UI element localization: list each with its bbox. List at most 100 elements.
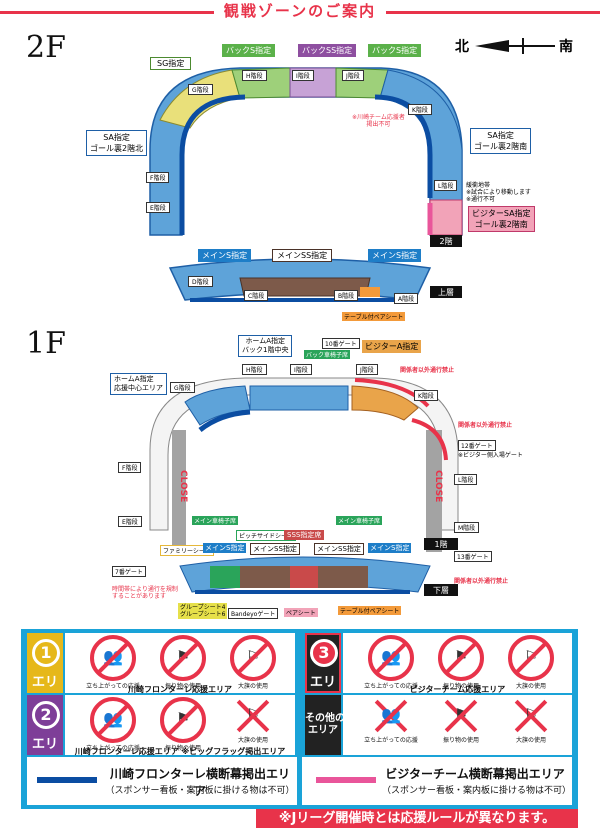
gate-1f-h[interactable]: H階段 (242, 364, 267, 375)
zone1-badge-cell: 1 エリア (27, 633, 63, 709)
banner-away-cell: ビジターチーム横断幕掲出エリア （スポンサー看板・案内板に掛ける物は不可） (302, 757, 572, 805)
gate-2f-e[interactable]: E階段 (146, 202, 170, 213)
zone2-rules: 👥立ち上がっての応援 ⚑振り物の使用 ⚐大旗の使用 川崎フロンターレ応援エリア … (65, 695, 295, 756)
other-label: その他の エリア (305, 713, 345, 736)
label-main-wheel-r: メイン車椅子席 (336, 516, 383, 525)
label-gate10: 10番ゲート (322, 338, 360, 349)
banner-home-title: 川崎フロンターレ横断幕掲出エリア (109, 767, 290, 798)
zone2-rule-bigflag: ⚐大旗の使用 (225, 697, 281, 745)
flag-icon: ⚑ (175, 647, 191, 666)
gate-2f-b[interactable]: B階段 (334, 290, 359, 301)
label-table-seat: テーブル付ペアシート (342, 312, 406, 321)
gate-1f-m[interactable]: M階段 (454, 522, 480, 533)
label-away-no-support: ※川崎チーム応援者 掲出不可 (352, 114, 405, 128)
rules-notice: ※Jリーグ開催時とは応援ルールが異なります。 (256, 809, 578, 828)
stand-1f-visitor-a (351, 385, 419, 421)
stand-1f-close-right (426, 430, 442, 552)
floor-tag-upper: 上層 (438, 288, 454, 297)
zone1-title: 川崎フロンターレ応援エリア (128, 685, 232, 694)
stand-1f-sss (290, 566, 318, 588)
gate-2f-l[interactable]: L階段 (434, 180, 458, 191)
flag-icon: ⚑ (175, 709, 191, 728)
other-badge-cell: その他の エリア (305, 695, 345, 755)
label-gate13: 13番ゲート (454, 551, 492, 562)
label-table-pair: テーブル付ペアシート (338, 606, 402, 615)
no-entry-1f-top (354, 378, 430, 408)
zone1-rule-bigflag: ⚐大旗の使用 (225, 635, 281, 691)
big-flag-prohibited-icon: ⚐ (245, 705, 261, 724)
gate-1f-e[interactable]: E階段 (118, 516, 142, 527)
stand-2f-visitor (429, 199, 463, 236)
floor-tag-1: 1階 (434, 540, 448, 549)
gate-1f-g[interactable]: G階段 (170, 382, 195, 393)
no-entry-1f-right (411, 418, 448, 461)
home-banner-2f (179, 94, 246, 235)
gate-2f-h[interactable]: H階段 (242, 70, 267, 81)
gate-2f-f[interactable]: F階段 (146, 172, 170, 183)
label-no-entry-top: 関係者以外通行禁止 (400, 367, 455, 374)
zone2-badge-cell: 2 エリア (27, 695, 63, 771)
label-gate12: 12番ゲート (458, 440, 496, 451)
gate-1f-f[interactable]: F階段 (118, 462, 142, 473)
map-2f (149, 67, 463, 302)
stand-1f-close-left (172, 430, 186, 552)
label-back-wheel: バック車椅子席 (304, 350, 351, 359)
gate-2f-g[interactable]: G階段 (188, 84, 213, 95)
label-back-s-right: バックS指定 (368, 44, 422, 57)
stand-1f-home-a (249, 385, 349, 411)
gate-1f-l[interactable]: L階段 (454, 474, 478, 485)
banner-home-swatch (37, 777, 97, 783)
label-back-s-left: バックS指定 (222, 44, 276, 57)
label-main-wheel-l: メイン車椅子席 (192, 516, 239, 525)
label-home-a: ホームA指定 バック1階中央 (238, 335, 293, 357)
gate-1f-i[interactable]: I階段 (290, 364, 312, 375)
other-rule-bigflag: ⚐大旗の使用 (503, 697, 559, 745)
zone1-number: 1 (32, 639, 60, 667)
rules-legend: 1 エリア 👥立ち上がっての応援 ⚑振り物の使用 ⚐大旗の使用 川崎フロンターレ… (21, 629, 578, 809)
compass-south: 南 (559, 39, 573, 55)
gate-2f-c[interactable]: C階段 (244, 290, 269, 301)
home-banner-1f-left (198, 409, 251, 432)
zone1-rules: 👥立ち上がっての応援 ⚑振り物の使用 ⚐大旗の使用 川崎フロンターレ応援エリア (65, 633, 295, 694)
people-icon: 👥 (103, 647, 123, 666)
label-group46: グループシート4 グループシート6 (178, 603, 228, 619)
label-visitor-sa: ビジターSA指定 ゴール裏2階南 (468, 206, 535, 232)
gate-2f-a[interactable]: A階段 (394, 293, 419, 304)
floor-label-1f: 1F (26, 326, 66, 361)
gate-1f-k[interactable]: K階段 (414, 390, 438, 401)
people-icon: 👥 (381, 647, 401, 666)
label-main-s-right: メインS指定 (368, 249, 422, 262)
gate-2f-d[interactable]: D階段 (188, 276, 213, 287)
banner-home-cell: 川崎フロンターレ横断幕掲出エリア （スポンサー看板・案内板に掛ける物は不可） (27, 757, 297, 805)
label-home-a-support: ホームA指定 応援中心エリア (110, 373, 167, 395)
label-sa-away: SA指定 ゴール裏2階南 (470, 128, 532, 154)
label-time-note: 時間帯により通行を規制 することがあります (112, 586, 178, 600)
label-bandeyo: Bandeyoゲート (228, 608, 279, 619)
zone2-rule-stand: 👥立ち上がっての応援 (85, 697, 141, 753)
big-flag-prohibited-icon: ⚐ (523, 705, 539, 724)
label-buffer: 緩衝地帯 ※試合により移動します ※通行不可 (466, 182, 531, 203)
gate-2f-i[interactable]: I階段 (292, 70, 314, 81)
label-main-s-left: メインS指定 (198, 249, 252, 262)
big-flag-icon: ⚐ (523, 647, 539, 666)
floor-tag-lower: 下層 (433, 586, 449, 595)
flag-prohibited-icon: ⚑ (453, 705, 469, 724)
label-main-s-l: メインS指定 (203, 543, 247, 553)
label-sg: SG指定 (150, 57, 192, 70)
banner-home-sub: （スポンサー看板・案内板に掛ける物は不可） (105, 786, 295, 796)
page-title-wrap: 観戦ゾーンのご案内 (0, 0, 600, 22)
gate-2f-k[interactable]: K階段 (408, 104, 432, 115)
map-1f (149, 377, 459, 596)
banner-away-sub: （スポンサー看板・案内板に掛ける物は不可） (382, 786, 572, 796)
gate-2f-j[interactable]: J階段 (342, 70, 364, 81)
floor-label-2f: 2F (26, 30, 66, 65)
zone3-rule-flag: ⚑振り物の使用 (433, 635, 489, 691)
stand-1f-pitch-side (210, 566, 240, 588)
big-flag-icon: ⚐ (245, 647, 261, 666)
other-rule-flag: ⚑振り物の使用 (433, 697, 489, 745)
label-close-left: CLOSE (178, 470, 188, 503)
zone2-number: 2 (32, 701, 60, 729)
gate-1f-j[interactable]: J階段 (356, 364, 378, 375)
label-sss: SSS指定席 (284, 530, 325, 540)
